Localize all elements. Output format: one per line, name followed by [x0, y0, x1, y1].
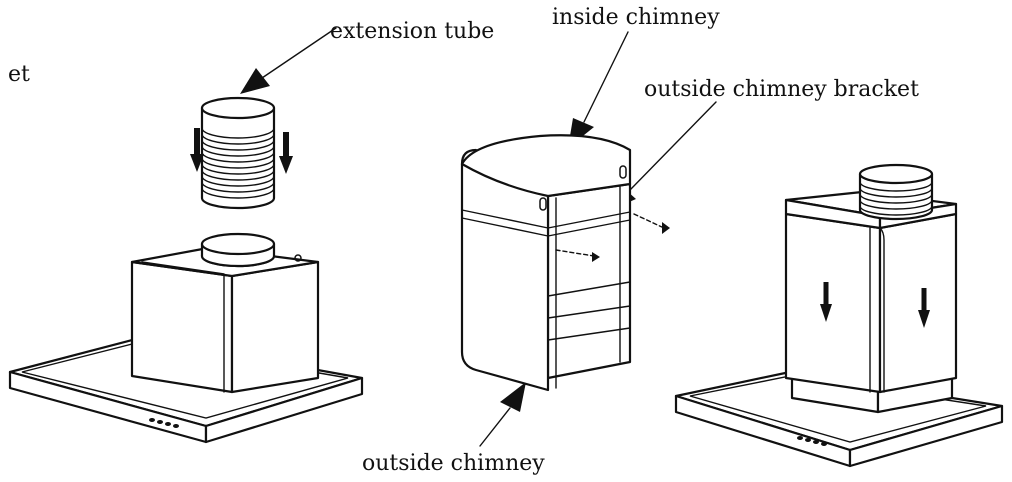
leader-inside-chimney [568, 31, 629, 148]
pointer-arrow-icon [240, 68, 270, 94]
hood-assembled-right [674, 163, 1004, 468]
pointer-arrow-icon [500, 382, 526, 412]
leader-extension-tube [240, 27, 337, 94]
label-inside-chimney: inside chimney [552, 5, 720, 30]
chimney-assembly-middle [460, 134, 670, 392]
down-arrow-icon [820, 282, 832, 322]
control-buttons [797, 436, 827, 446]
down-arrow-icon [279, 132, 293, 174]
label-outside-chimney: outside chimney [362, 451, 545, 476]
leader-outside-chimney [479, 382, 526, 447]
down-arrow-icon [190, 128, 204, 172]
hood-base-left [8, 232, 364, 444]
label-outside-chimney-bracket: outside chimney bracket [644, 77, 919, 102]
down-arrow-icon [918, 288, 930, 328]
label-corner-fragment: et [8, 62, 30, 87]
label-extension-tube: extension tube [330, 19, 494, 44]
control-buttons [149, 418, 179, 428]
extension-tube-drawing [190, 96, 293, 210]
